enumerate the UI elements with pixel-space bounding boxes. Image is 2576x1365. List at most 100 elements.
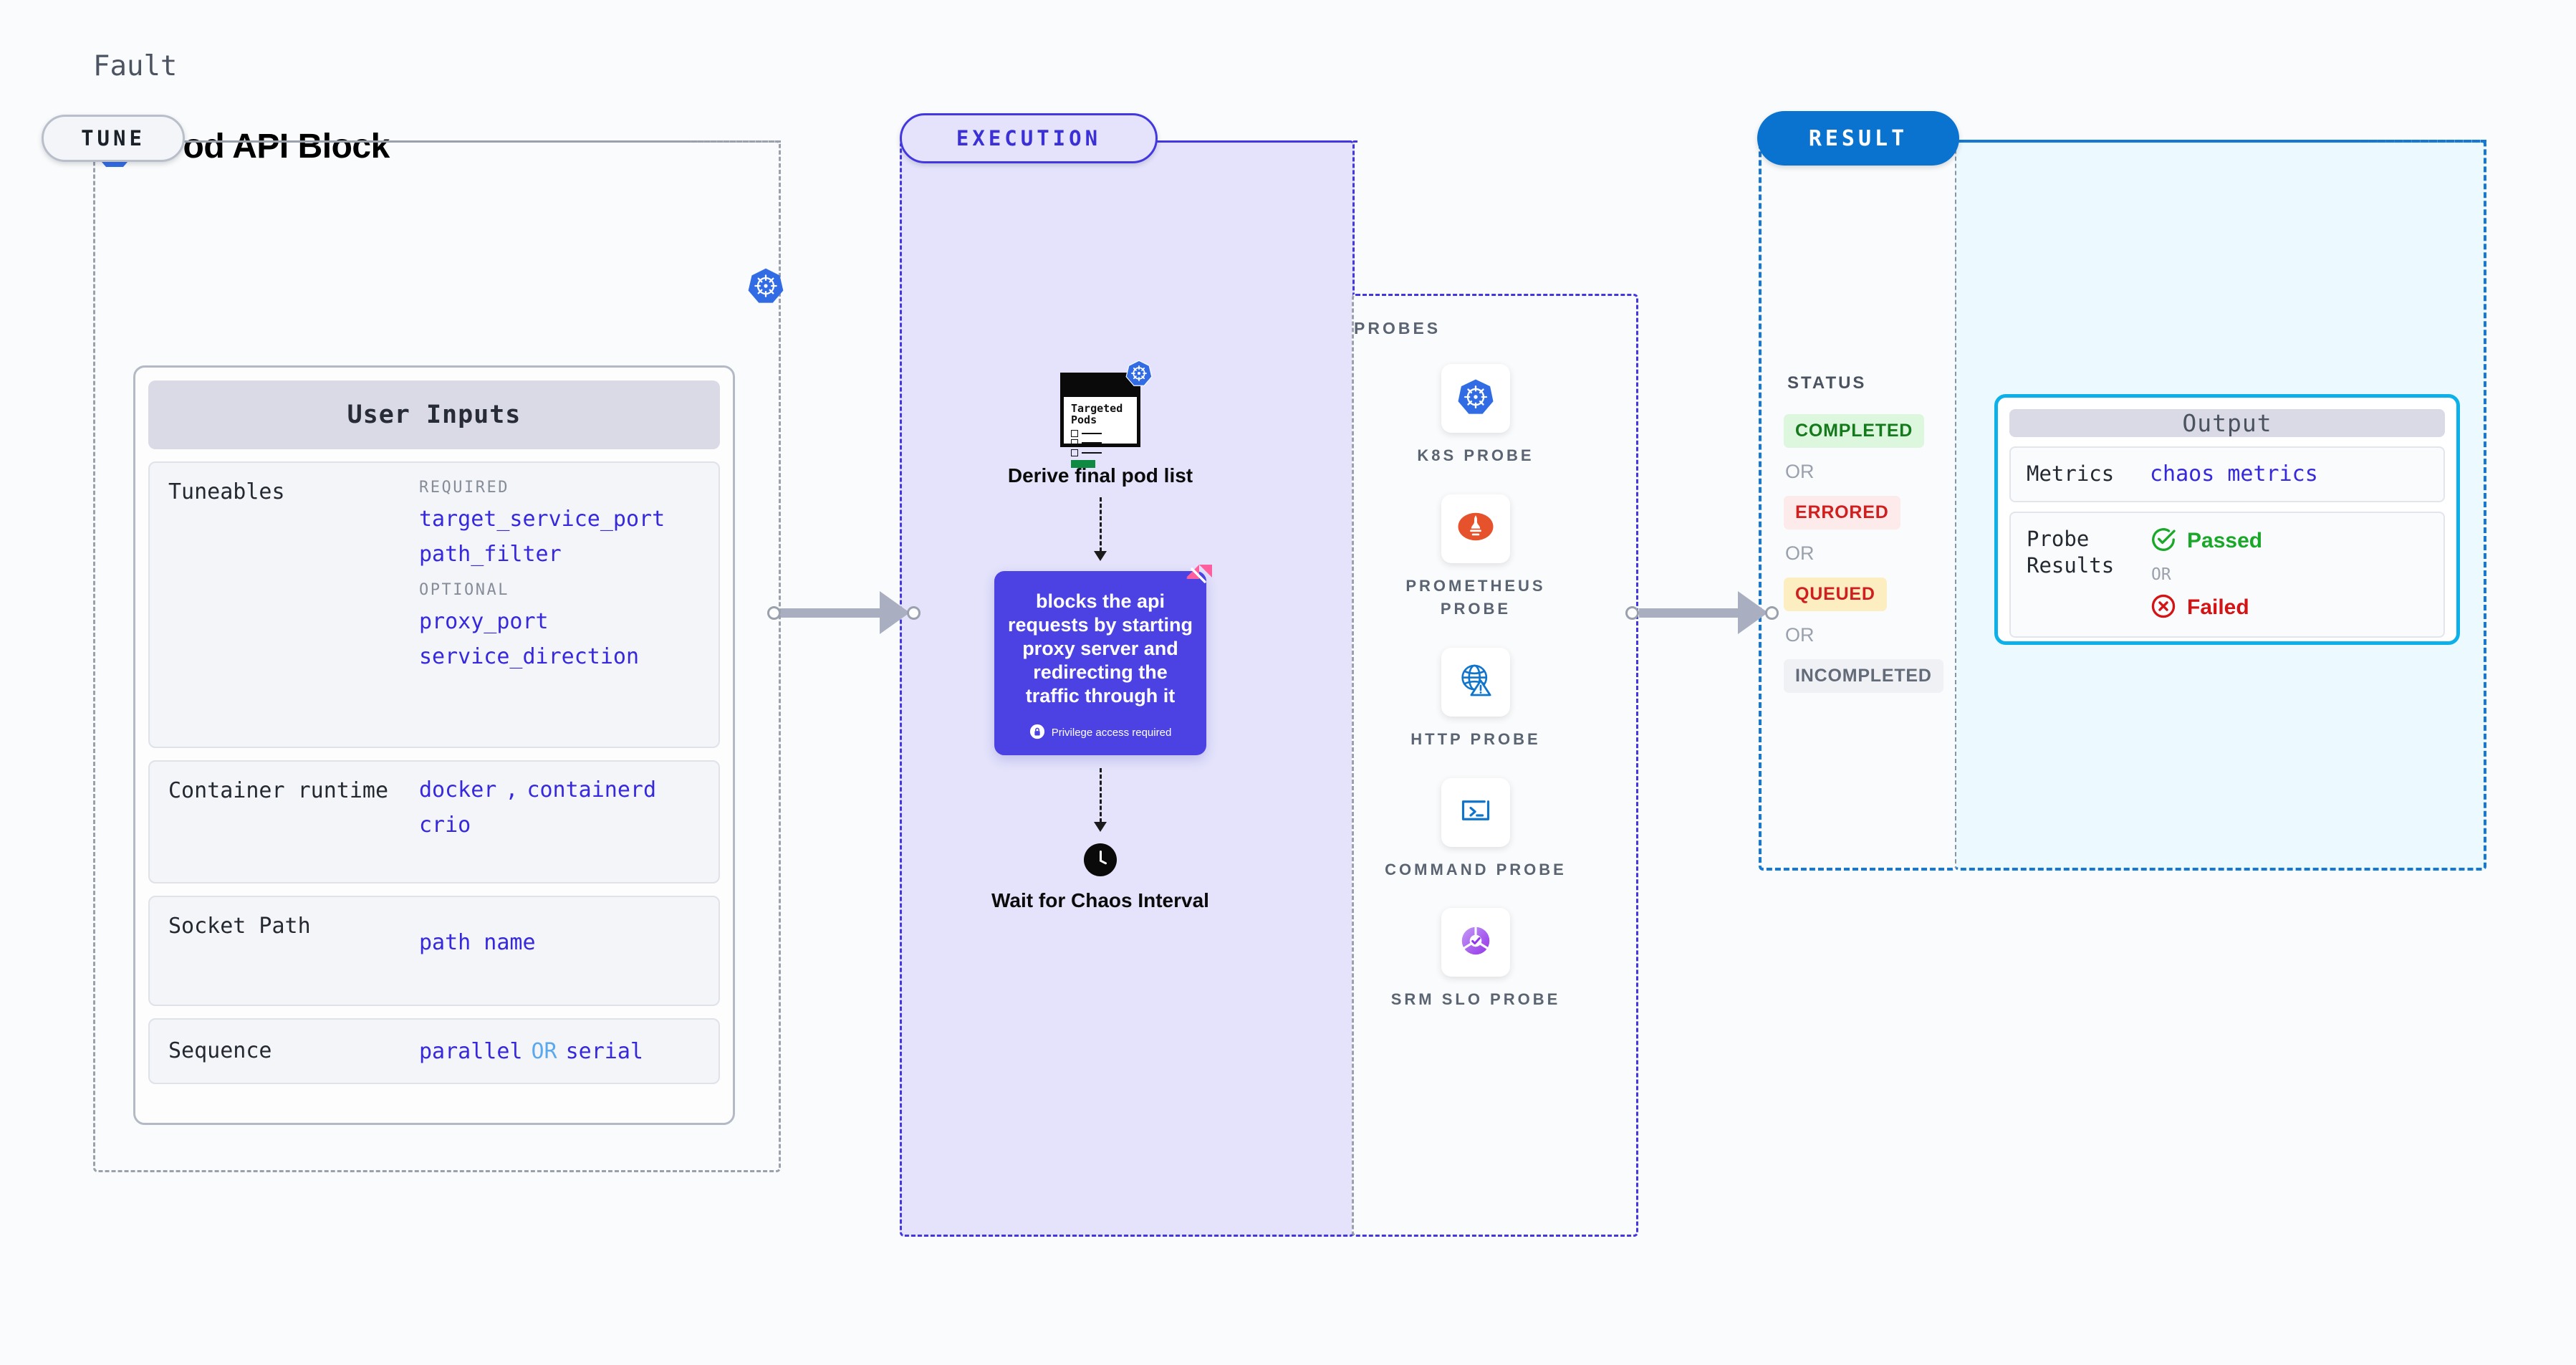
list-item: [1071, 439, 1131, 447]
arrow-stem: [1099, 497, 1102, 552]
probe-result-failed: Failed: [2150, 593, 2428, 623]
or-label: OR: [1785, 542, 1815, 564]
result-pill[interactable]: RESULT: [1757, 111, 1959, 166]
connector-execution-to-result: [1625, 591, 1779, 634]
tuneables-section: Tuneables REQUIRED target_service_port p…: [148, 461, 720, 748]
line-placeholder: [1082, 432, 1102, 434]
status-badge-errored: ERRORED: [1784, 496, 1900, 530]
sequence-label: Sequence: [168, 1038, 272, 1063]
connector-bar: [1639, 608, 1739, 618]
probes-panel: [1352, 294, 1638, 1237]
kubernetes-icon: [1125, 360, 1153, 391]
prometheus-icon: [1456, 507, 1496, 550]
green-bar-indicator: [1071, 459, 1095, 468]
probe-tile: [1441, 908, 1510, 977]
checkbox-icon: [1071, 439, 1078, 447]
output-card: Output Metrics chaos metrics Probe Resul…: [1994, 394, 2460, 645]
metrics-value[interactable]: chaos metrics: [2150, 461, 2318, 487]
metrics-section: Metrics chaos metrics: [2009, 446, 2445, 502]
user-inputs-card: User Inputs Tuneables REQUIRED target_se…: [133, 365, 735, 1125]
privilege-note: Privilege access required: [1029, 724, 1171, 742]
terminal-icon: [1456, 790, 1496, 834]
connector-tune-to-execution: [767, 591, 921, 634]
required-kicker: REQUIRED: [419, 479, 509, 497]
arrow-tip: [1094, 821, 1107, 832]
or-label: OR: [2151, 565, 2171, 584]
harness-logo-icon: [1181, 560, 1216, 600]
tuneable-target-service-port[interactable]: target_service_port: [419, 507, 665, 532]
x-circle-icon: [2150, 593, 2177, 623]
probe-item-http[interactable]: HTTP PROBE: [1383, 647, 1569, 751]
line-placeholder: [1082, 442, 1102, 444]
status-list: COMPLETED OR ERRORED OR QUEUED OR INCOMP…: [1784, 414, 1963, 693]
runtime-crio[interactable]: crio: [419, 813, 471, 838]
metrics-label: Metrics: [2027, 461, 2115, 486]
arrow-down: [1094, 497, 1107, 561]
execution-pill[interactable]: EXECUTION: [900, 113, 1158, 163]
user-inputs-title: User Inputs: [148, 380, 720, 449]
probe-results-label: Probe Results: [2027, 526, 2115, 578]
or-label: OR: [1785, 461, 1815, 482]
container-runtime-section: Container runtime docker , containerd cr…: [148, 760, 720, 883]
probe-label: K8S PROBE: [1417, 446, 1534, 464]
probe-label: COMMAND PROBE: [1385, 860, 1567, 878]
sequence-parallel[interactable]: parallel: [419, 1038, 523, 1064]
probe-tile: [1441, 777, 1510, 847]
arrow-down: [1094, 767, 1107, 832]
tuneable-service-direction[interactable]: service_direction: [419, 644, 640, 669]
list-item: [1071, 449, 1131, 456]
probe-label: SRM SLO PROBE: [1390, 990, 1561, 1009]
srm-slo-icon: [1456, 921, 1496, 964]
kubernetes-icon: [747, 267, 784, 308]
globe-warning-icon: [1456, 660, 1496, 704]
probe-tile: [1441, 494, 1510, 563]
pod-checklist: [1071, 429, 1131, 456]
connector-dot: [1765, 605, 1779, 620]
probe-item-command[interactable]: COMMAND PROBE: [1383, 777, 1569, 881]
step-caption-derive-pods: Derive final pod list: [1007, 464, 1193, 487]
arrow-tip: [1094, 550, 1107, 561]
line-placeholder: [1082, 451, 1102, 454]
probe-label: HTTP PROBE: [1410, 729, 1541, 748]
container-runtime-label: Container runtime: [168, 778, 389, 803]
runtime-comma: ,: [505, 777, 519, 803]
status-badge-completed: COMPLETED: [1784, 414, 1925, 448]
sequence-section: Sequence parallel OR serial: [148, 1018, 720, 1084]
probe-result-passed: Passed: [2150, 526, 2428, 557]
passed-label: Passed: [2187, 529, 2263, 553]
connector-dot: [1625, 605, 1639, 620]
probe-item-k8s[interactable]: K8S PROBE: [1383, 364, 1569, 467]
probe-label: PROMETHEUS PROBE: [1405, 576, 1546, 618]
socket-path-value[interactable]: path name: [419, 930, 536, 955]
tune-top-dash: [179, 140, 781, 143]
socket-path-label: Socket Path: [168, 914, 311, 939]
lock-icon: [1029, 724, 1045, 742]
tuneable-proxy-port[interactable]: proxy_port: [419, 609, 549, 634]
socket-path-section: Socket Path path name: [148, 896, 720, 1006]
probe-tile: [1441, 647, 1510, 717]
page-title: Pod API Block: [160, 127, 390, 166]
optional-kicker: OPTIONAL: [419, 581, 509, 599]
targeted-pods-title: Targeted Pods: [1071, 402, 1123, 426]
execution-top-dash: [1153, 140, 1357, 143]
tuneable-path-filter[interactable]: path_filter: [419, 542, 562, 567]
chaos-action-card: blocks the api requests by starting prox…: [994, 564, 1212, 755]
connector-bar: [781, 608, 881, 618]
tune-pill[interactable]: TUNE: [42, 115, 185, 162]
status-badge-queued: QUEUED: [1784, 578, 1887, 611]
sequence-serial[interactable]: serial: [565, 1038, 643, 1064]
probe-item-srm-slo[interactable]: SRM SLO PROBE: [1383, 908, 1569, 1011]
probes-title: PROBES: [1354, 319, 1441, 337]
runtime-containerd[interactable]: containerd: [527, 777, 657, 803]
or-label: OR: [1785, 624, 1815, 646]
probes-list: K8S PROBE PROMETHEUS PROBE: [1347, 364, 1605, 1011]
targeted-pods-card: Targeted Pods: [1060, 360, 1153, 468]
probe-tile: [1441, 364, 1510, 433]
kubernetes-icon: [1456, 377, 1496, 421]
targeted-pods-document: Targeted Pods: [1060, 373, 1140, 468]
output-title: Output: [2009, 409, 2445, 437]
probe-item-prometheus[interactable]: PROMETHEUS PROBE: [1383, 494, 1569, 621]
probe-results-section: Probe Results Passed OR: [2009, 511, 2445, 638]
status-title: STATUS: [1787, 373, 1867, 393]
runtime-docker[interactable]: docker: [419, 777, 497, 803]
